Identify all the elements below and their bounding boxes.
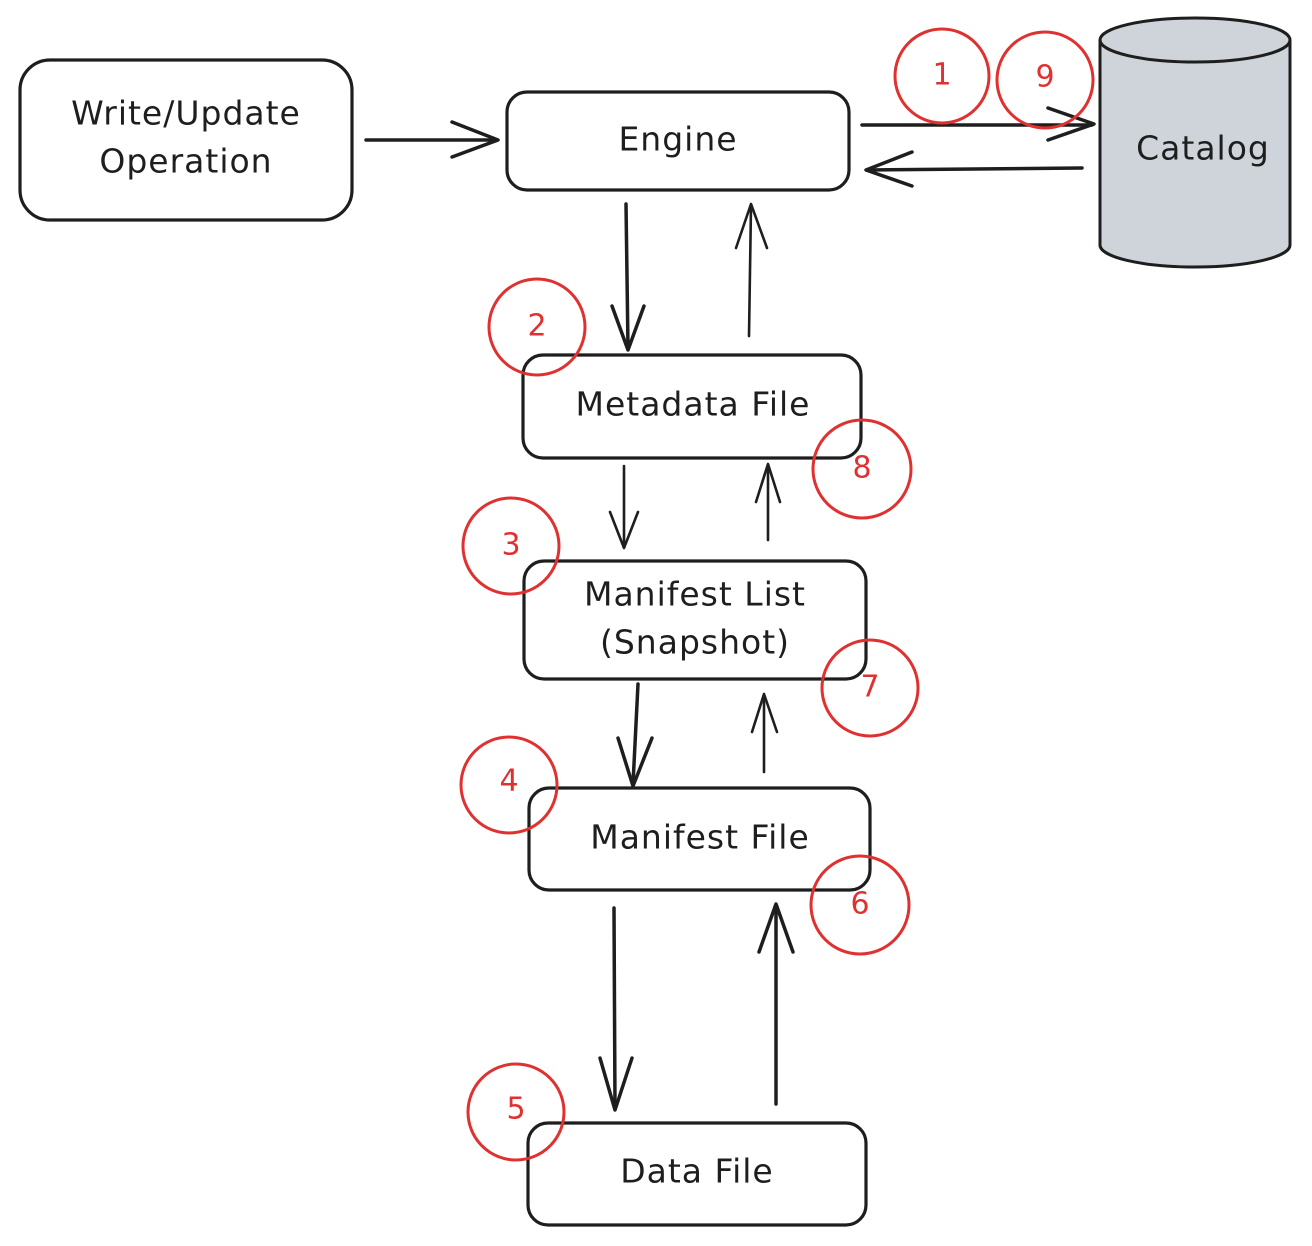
step-number-7: 7 bbox=[860, 670, 879, 705]
arrow-engine-to-catalog bbox=[860, 106, 1096, 142]
step-number-4: 4 bbox=[499, 764, 518, 799]
arrow-manifest-file-to-data-file bbox=[598, 906, 634, 1112]
manifest-list-line2: (Snapshot) bbox=[600, 623, 790, 662]
arrow-metadata-to-manifest-list bbox=[608, 464, 640, 550]
step-marker-4: 4 bbox=[459, 735, 559, 835]
step-number-2: 2 bbox=[527, 309, 546, 344]
catalog-node[interactable]: Catalog bbox=[1098, 16, 1292, 269]
catalog-cylinder-body bbox=[1098, 40, 1292, 269]
arrow-manifest-list-to-manifest-file bbox=[616, 682, 654, 788]
write-update-line2: Operation bbox=[99, 142, 272, 181]
step-marker-3: 3 bbox=[461, 496, 561, 596]
write-update-operation-node[interactable]: Write/Update Operation bbox=[18, 58, 354, 222]
arrow-engine-to-metadata bbox=[610, 202, 646, 352]
step-marker-5: 5 bbox=[466, 1062, 566, 1162]
arrow-metadata-to-engine bbox=[734, 202, 769, 338]
manifest-list-line1: Manifest List bbox=[584, 575, 806, 614]
manifest-file-label: Manifest File bbox=[590, 818, 810, 857]
manifest-file-node[interactable]: Manifest File bbox=[527, 786, 872, 892]
arrow-manifest-file-to-manifest-list bbox=[750, 692, 779, 774]
engine-node[interactable]: Engine bbox=[505, 90, 851, 192]
arrow-manifest-list-to-metadata bbox=[754, 462, 782, 542]
metadata-file-label: Metadata File bbox=[576, 385, 811, 424]
step-number-5: 5 bbox=[506, 1092, 525, 1127]
write-update-line1: Write/Update bbox=[71, 94, 301, 133]
step-marker-1: 1 bbox=[893, 27, 991, 125]
catalog-cylinder-top bbox=[1098, 16, 1292, 64]
step-marker-8: 8 bbox=[811, 418, 913, 520]
data-file-node[interactable]: Data File bbox=[526, 1121, 868, 1227]
step-number-3: 3 bbox=[501, 528, 520, 563]
step-number-8: 8 bbox=[852, 451, 871, 486]
step-marker-6: 6 bbox=[809, 854, 911, 956]
arrow-write-to-engine bbox=[364, 120, 500, 159]
manifest-list-node[interactable]: Manifest List (Snapshot) bbox=[522, 559, 868, 681]
step-marker-9: 9 bbox=[995, 30, 1095, 130]
step-number-9: 9 bbox=[1035, 60, 1054, 95]
step-marker-2: 2 bbox=[487, 277, 587, 377]
metadata-file-node[interactable]: Metadata File bbox=[521, 353, 863, 460]
step-number-1: 1 bbox=[932, 58, 951, 93]
data-file-label: Data File bbox=[620, 1152, 774, 1191]
arrow-catalog-to-engine bbox=[864, 150, 1084, 188]
step-number-6: 6 bbox=[850, 887, 869, 922]
catalog-label: Catalog bbox=[1136, 129, 1270, 168]
engine-label: Engine bbox=[618, 120, 737, 159]
step-marker-7: 7 bbox=[820, 638, 920, 738]
arrow-data-file-to-manifest-file bbox=[757, 902, 795, 1106]
